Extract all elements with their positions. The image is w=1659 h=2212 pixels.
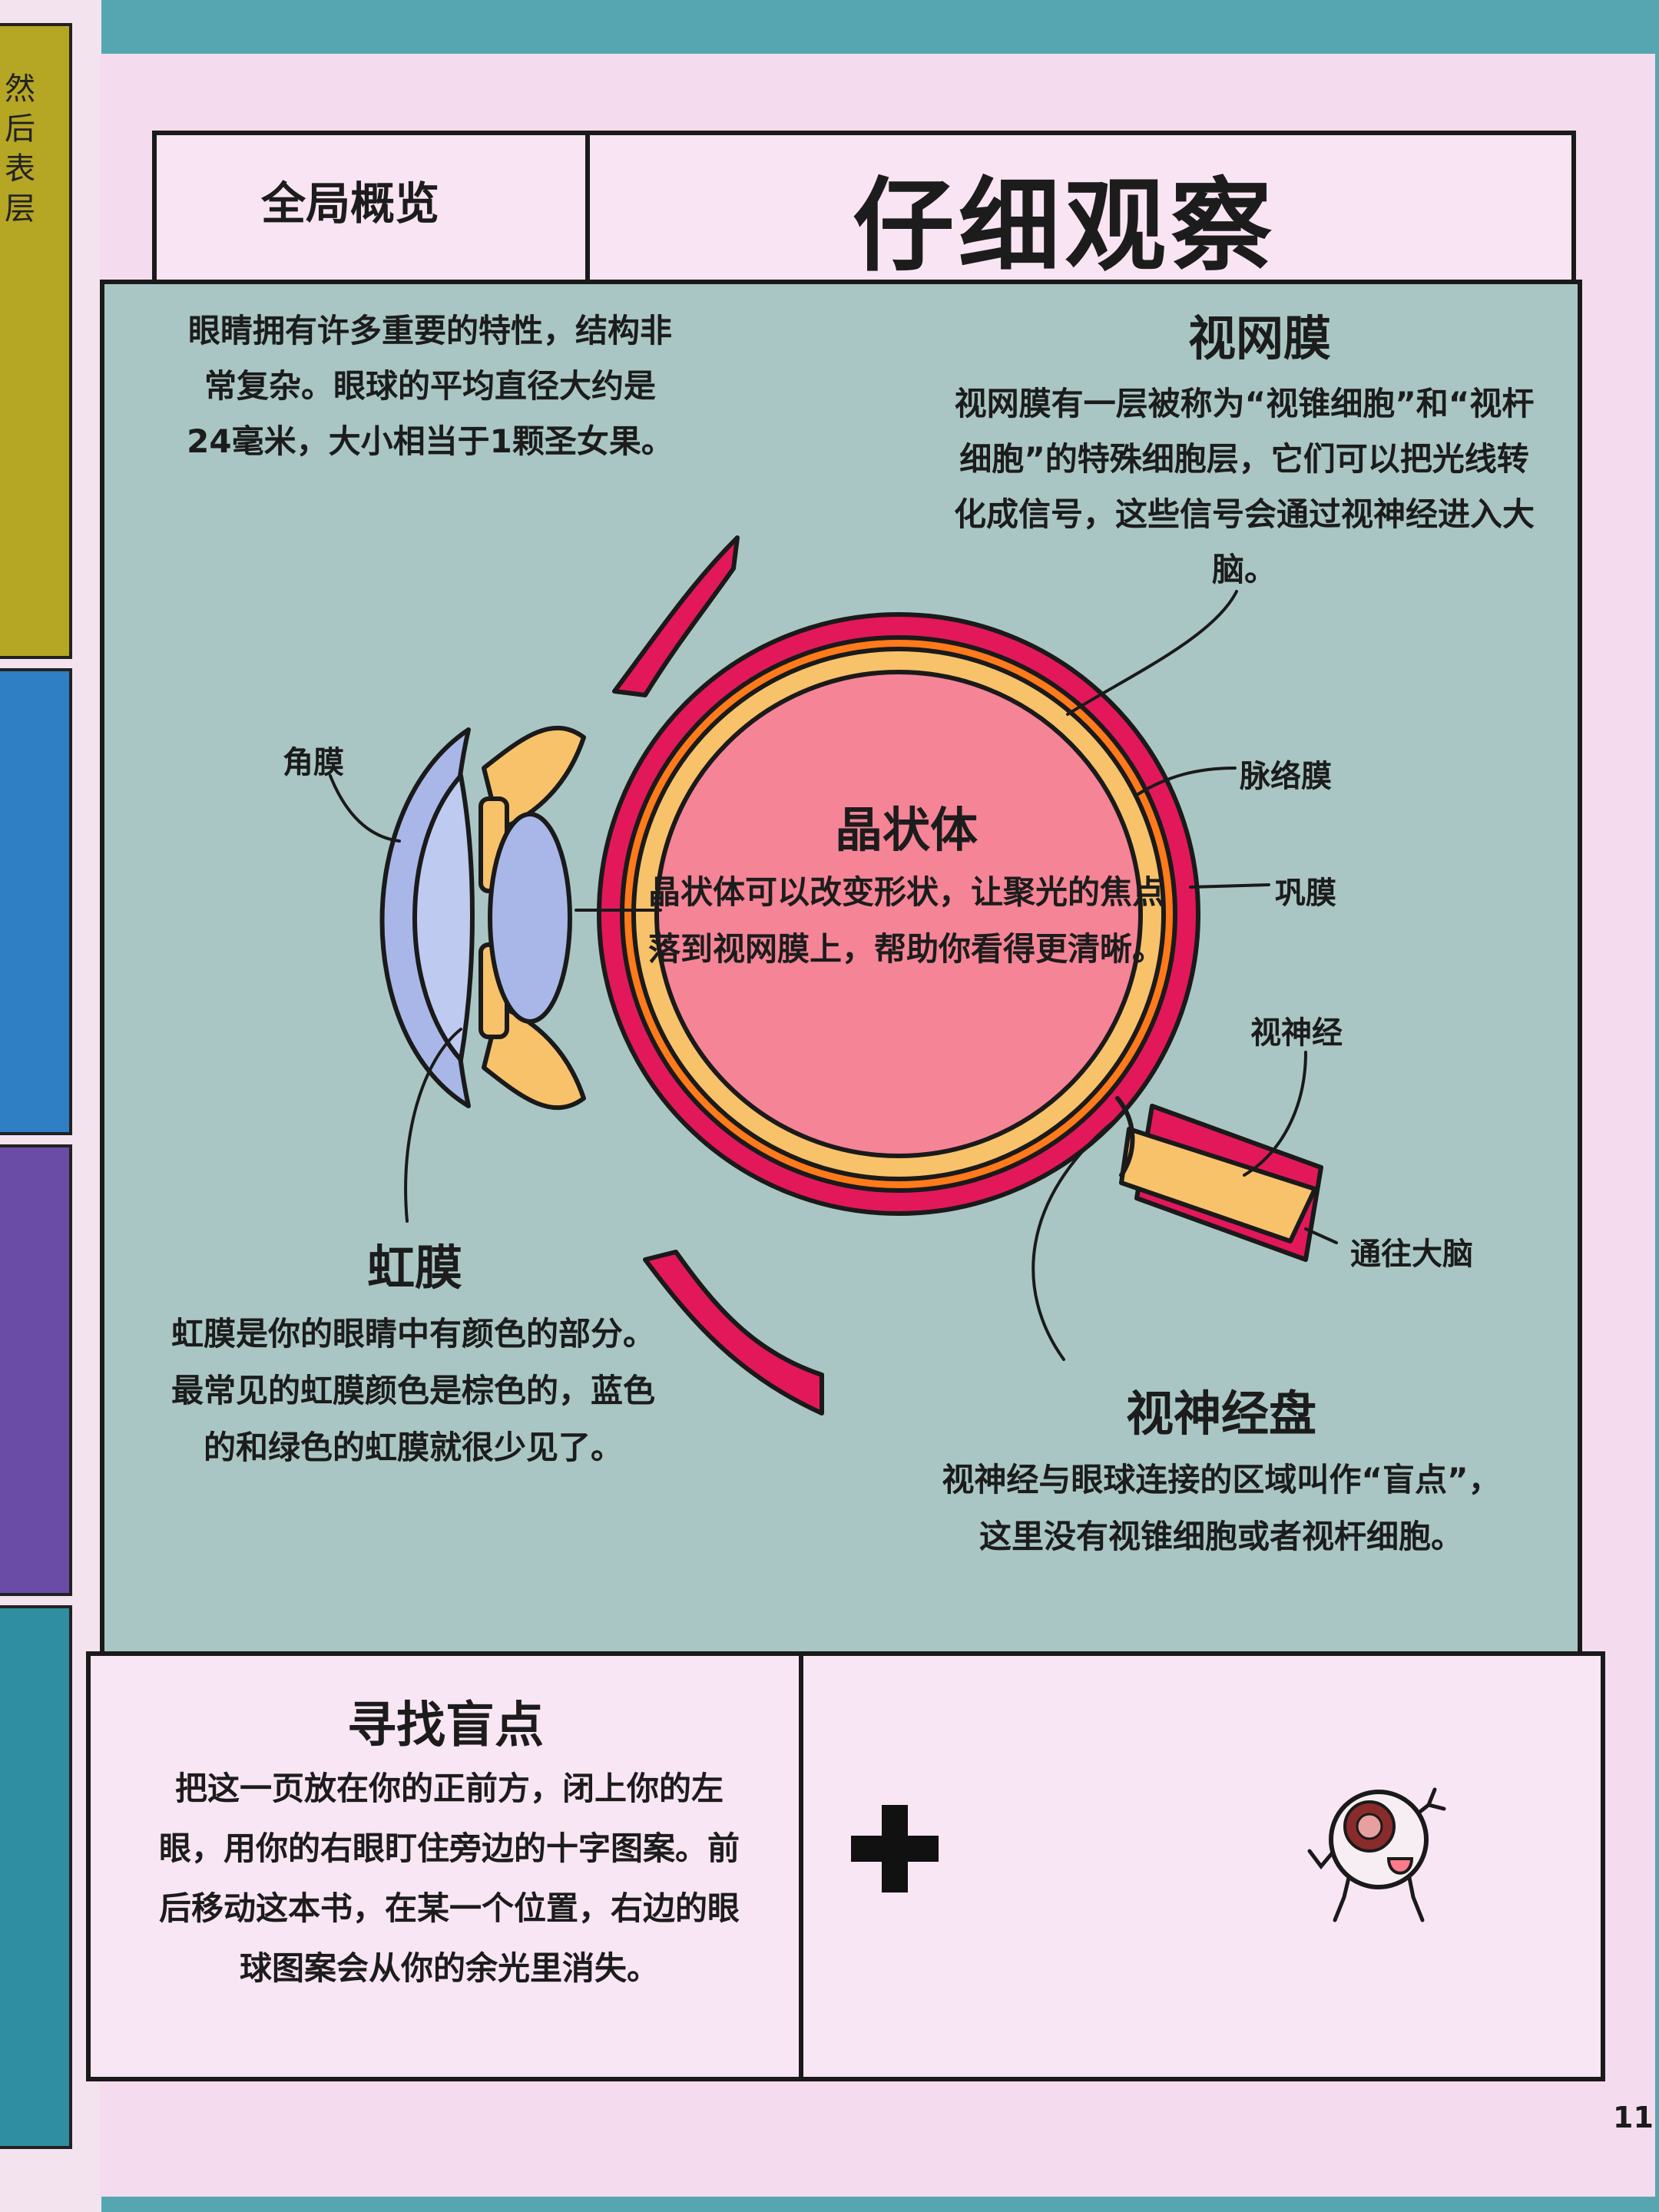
- page-number: 11: [1613, 2101, 1654, 2134]
